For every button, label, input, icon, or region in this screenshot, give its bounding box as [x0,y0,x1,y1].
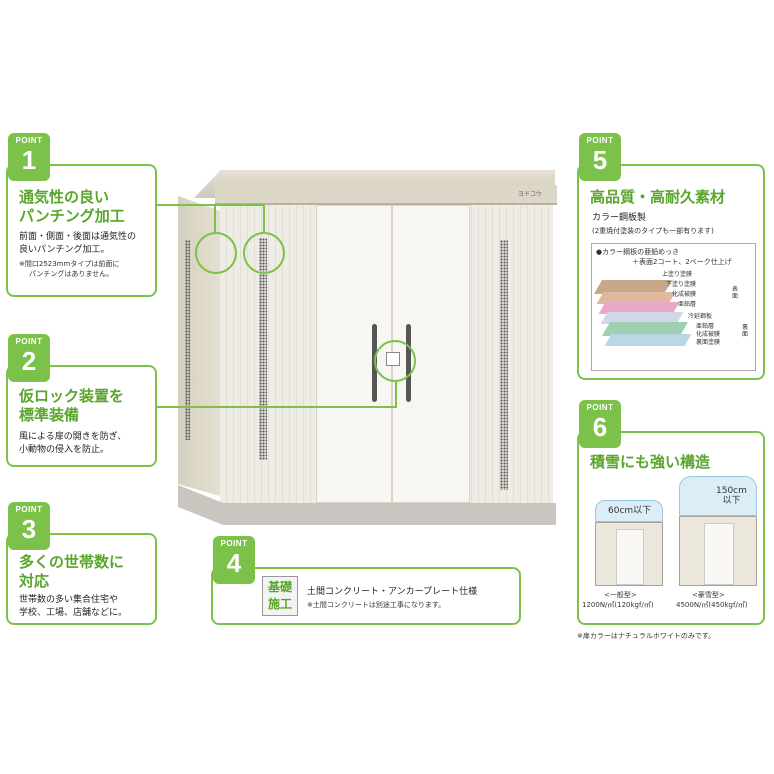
note-line: パンチングはありません。 [29,270,114,278]
layer-head-line: ●カラー鋼板の亜鉛めっき [596,248,680,256]
connector-2b [395,380,397,408]
side-back-label: 裏面 [742,324,749,338]
point-5-tab: POINT 5 [579,133,621,181]
connector-2a [157,406,397,408]
front-right-vent [500,240,508,490]
point-number: 2 [21,346,37,376]
point-number: 4 [226,548,242,578]
point-1-title: 通気性の良い パンチング加工 [19,188,125,226]
title-line: 仮ロック装置を [19,387,125,405]
layer-head: ●カラー鋼板の亜鉛めっき ＋表面2コート、2ベーク仕上げ [596,247,732,267]
heavy-shed-snow [679,476,757,516]
point-number: 1 [21,145,37,175]
heavy-type: <豪雪型> [692,591,725,599]
standard-shed-snow [595,500,663,522]
shed-roof-front [215,185,557,205]
note-line: ※間口2523mmタイプは前面に [19,260,120,268]
highlight-circle-lock [374,340,416,382]
title-line: 対応 [19,572,50,590]
point-5-title: 高品質・高耐久素材 [590,188,726,206]
front-left-vent [259,238,267,460]
layer-head-line: ＋表面2コート、2ベーク仕上げ [632,258,732,266]
layer-label: 亜鉛層 [678,301,697,308]
point-5-note: (2重焼付塗装のタイプも一部有ります) [592,227,714,235]
point-4-tab: POINT 4 [213,536,255,584]
desc-line: 小動物の侵入を防止。 [19,445,110,455]
layer-back [604,334,692,346]
connector-1b [214,204,216,234]
point-label: POINT [586,403,614,412]
badge-line: 基礎 [267,580,292,594]
heavy-shed [679,516,757,586]
point-6-title: 積雪にも強い構造 [590,453,711,471]
side-front-label: 表面 [732,286,739,300]
standard-type: <一般型> [604,591,637,599]
standard-shed [595,522,663,586]
title-line: 通気性の良い [19,188,110,206]
point-1-tab: POINT 1 [8,133,50,181]
layer-label: 化成被膜 [672,291,697,298]
layer-label: 上塗り塗膜 [662,271,693,278]
connector-1a [157,204,264,206]
layer-label: 冷延鋼板 [688,313,713,320]
desc-line: 世帯数の多い集合住宅や [19,595,119,605]
point-1-note: ※間口2523mmタイプは前面に パンチングはありません。 [19,259,119,279]
point-label: POINT [15,136,43,145]
heavy-snow-line: 150cm [716,486,747,496]
title-line: パンチング加工 [19,207,125,225]
standard-shed-doors [616,529,644,585]
badge-line: 施工 [267,597,292,611]
point-3-desc: 世帯数の多い集合住宅や 学校、工場、店舗などに。 [19,594,127,620]
point-1-box [6,164,157,297]
point-1-desc: 前面・側面・後面は通気性の 良いパンチング加工。 [19,231,136,257]
desc-line: 良いパンチング加工。 [19,245,110,255]
highlight-circle-front-vent [243,232,285,274]
steel-layer-diagram: ●カラー鋼板の亜鉛めっき ＋表面2コート、2ベーク仕上げ 上塗り塗膜 下塗り塗膜… [591,243,756,371]
point-4-note: ※土間コンクリートは別途工事になります。 [307,601,446,609]
brand-plate: ヨドコウ [518,191,542,198]
point-label: POINT [15,337,43,346]
layer-label: 化成被膜 [696,331,721,338]
point-number: 5 [592,145,608,175]
point-label: POINT [220,539,248,548]
side-vent [185,240,190,440]
point-4-desc: 土間コンクリート・アンカープレート仕様 [307,587,478,597]
layer-label: 下塗り塗膜 [666,281,697,288]
point-number: 6 [592,412,608,442]
layer-label: 裏面塗膜 [696,339,721,346]
desc-line: 前面・側面・後面は通気性の [19,232,137,242]
connector-1c [263,204,265,234]
point-3-tab: POINT 3 [8,502,50,550]
point-number: 3 [21,514,37,544]
point-label: POINT [586,136,614,145]
title-line: 多くの世帯数に [19,553,125,571]
heavy-snow-depth: 150cm 以下 [716,486,747,506]
highlight-circle-side-vent [195,232,237,274]
point-2-tab: POINT 2 [8,334,50,382]
point-2-desc: 風による扉の開きを防ぎ、 小動物の侵入を防止。 [19,431,126,457]
footnote: ※扉カラーはナチュラルホワイトのみです。 [577,632,716,640]
heavy-load: 4500N/㎡(450kgf/㎡) [676,601,748,609]
heavy-shed-doors [704,523,734,585]
right-door[interactable] [392,205,470,503]
foundation-badge: 基礎 施工 [262,576,298,616]
desc-line: 風による扉の開きを防ぎ、 [19,432,127,442]
point-3-title: 多くの世帯数に 対応 [19,553,124,591]
point-6-tab: POINT 6 [579,400,621,448]
standard-snow-depth: 60cm以下 [608,506,652,516]
standard-load: 1200N/㎡(120kgf/㎡) [582,601,654,609]
point-2-box [6,365,157,467]
title-line: 標準装備 [19,406,80,424]
point-label: POINT [15,505,43,514]
heavy-snow-line: 以下 [722,496,741,506]
point-5-desc: カラー鋼板製 [592,213,647,223]
desc-line: 学校、工場、店舗などに。 [19,608,128,618]
layer-label: 亜鉛層 [696,323,715,330]
point-2-title: 仮ロック装置を 標準装備 [19,387,124,425]
